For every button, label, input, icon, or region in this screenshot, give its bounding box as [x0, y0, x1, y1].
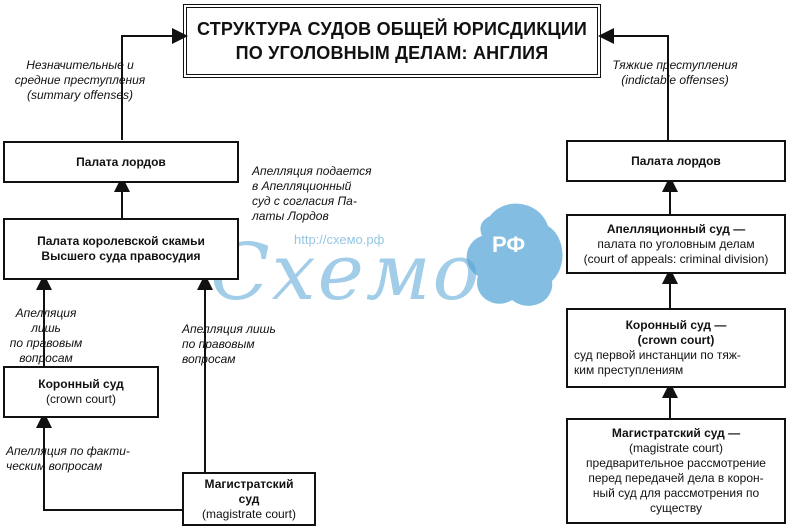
- left-top-note: Незначительные и средние преступления (s…: [14, 58, 146, 102]
- right-magistrate-court: Магистратский суд — (magistrate court) п…: [566, 418, 786, 524]
- left-crown-court: Коронный суд (crown court): [3, 366, 159, 418]
- law-only-note-right: Апелляция лишь по правовым вопросам: [182, 322, 276, 366]
- kings-bench-box: Палата королевской скамьи Высшего суда п…: [3, 218, 239, 280]
- law-only-note-left: Апелляция лишь по правовым вопросам: [9, 306, 83, 365]
- watermark-logo: Схемо: [210, 228, 482, 318]
- fact-appeal-note: Апелляция по факти- ческим вопросам: [6, 444, 130, 473]
- left-house-of-lords: Палата лордов: [3, 141, 239, 183]
- title-line-2: ПО УГОЛОВНЫМ ДЕЛАМ: АНГЛИЯ: [235, 43, 549, 63]
- right-top-note: Тяжкие преступления (indictable offenses…: [612, 58, 738, 87]
- appeal-consent-note: Апелляция подается в Апелляционный суд с…: [252, 164, 372, 223]
- arrow-right-to-title: [598, 28, 669, 140]
- arrow-left-to-title: [121, 28, 188, 140]
- right-crown-court: Коронный суд — (crown court) суд первой …: [566, 308, 786, 388]
- court-of-appeals-box: Апелляционный суд — палата по уголовным …: [566, 214, 786, 274]
- diagram-title: СТРУКТУРА СУДОВ ОБЩЕЙ ЮРИСДИКЦИИ ПО УГОЛ…: [183, 4, 601, 78]
- watermark-badge: РФ: [492, 232, 526, 257]
- watermark-url: http://схемо.рф: [294, 232, 385, 247]
- right-house-of-lords: Палата лордов: [566, 140, 786, 182]
- arrow-mag-to-crown: [36, 412, 182, 511]
- title-line-1: СТРУКТУРА СУДОВ ОБЩЕЙ ЮРИСДИКЦИИ: [196, 19, 588, 39]
- watermark-blob: [466, 203, 563, 306]
- left-magistrate-court: Магистратский суд (magistrate court): [182, 472, 316, 526]
